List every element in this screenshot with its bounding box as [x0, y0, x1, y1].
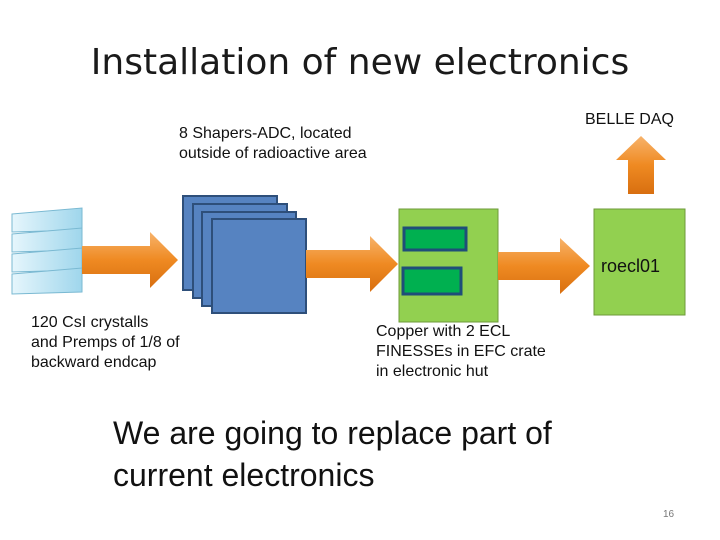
copper-label-line1: Copper with 2 ECL	[376, 323, 511, 340]
finesse-card-2	[401, 266, 463, 296]
shapers-label-line1: 8 Shapers-ADC, located	[179, 125, 352, 142]
arrow-crystals-to-shapers	[82, 232, 178, 288]
page-number: 16	[663, 509, 675, 520]
crystal-plate-4	[11, 267, 83, 295]
crystals-label: 120 CsI crystalls and Premps of 1/8 of b…	[31, 313, 180, 373]
roecl-label: roecl01	[601, 256, 661, 276]
shaper-box-4	[211, 218, 307, 314]
crystals-label-line2: and Premps of 1/8 of	[31, 334, 180, 351]
replacement-statement: We are going to replace part of current …	[113, 412, 552, 496]
copper-board	[398, 208, 499, 323]
shapers-stack	[182, 195, 307, 314]
shapers-label-line2: outside of radioactive area	[179, 145, 367, 162]
statement-line1: We are going to replace part of	[113, 415, 552, 451]
copper-label-line2: FINESSEs in EFC crate	[376, 343, 546, 360]
crystal-stack	[11, 207, 83, 295]
finesse-card-1	[402, 226, 468, 252]
arrow-copper-to-roecl	[498, 238, 590, 294]
roecl-box	[593, 208, 686, 316]
crystals-label-line1: 120 CsI crystalls	[31, 314, 149, 331]
arrow-roecl-to-belle	[616, 136, 666, 194]
arrow-shapers-to-copper	[306, 236, 398, 292]
slide-title: Installation of new electronics	[90, 42, 630, 83]
copper-label: Copper with 2 ECL FINESSEs in EFC crate …	[376, 322, 546, 382]
crystals-label-line3: backward endcap	[31, 354, 157, 371]
statement-line2: current electronics	[113, 457, 375, 493]
belle-daq-label: BELLE DAQ	[585, 111, 674, 128]
copper-label-line3: in electronic hut	[376, 363, 489, 380]
shapers-label: 8 Shapers-ADC, located outside of radioa…	[179, 124, 367, 164]
